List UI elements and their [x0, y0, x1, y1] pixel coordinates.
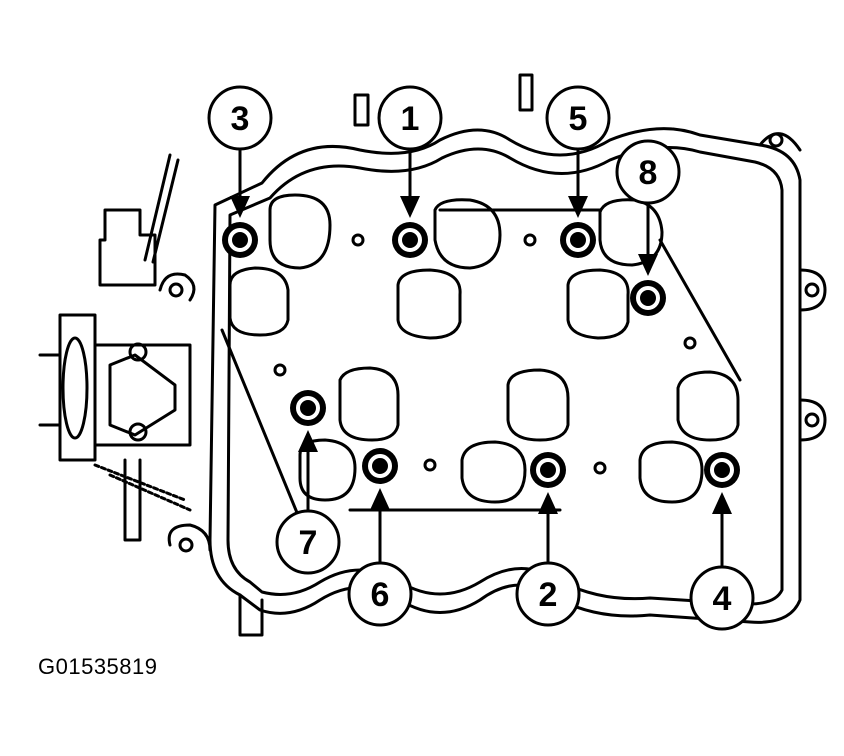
callouts-layer: 1 2 3 4 5 6 7 8	[207, 85, 755, 631]
top-bracket	[518, 73, 534, 112]
port-upper-5	[598, 198, 664, 267]
bolt-hole	[273, 363, 287, 377]
manifold-outline	[208, 127, 802, 624]
mounting-ear-hole	[168, 282, 184, 298]
arrow-head-3	[230, 196, 250, 218]
bolt-washer-5	[566, 228, 590, 252]
callout-circle-2	[515, 561, 581, 627]
throttle-body	[58, 313, 97, 462]
arrows-layer	[230, 149, 732, 567]
manifold-inner-rail	[226, 146, 784, 606]
bolt-hole	[423, 458, 437, 472]
port-lower-1	[338, 366, 400, 442]
hatched-web	[93, 463, 187, 502]
callout-number-1: 1	[401, 100, 420, 138]
bolt-washer-6	[368, 454, 392, 478]
callout-circle-1	[377, 85, 443, 151]
diagonal-rail-right	[658, 238, 742, 382]
bolts-layer	[222, 222, 740, 488]
mounting-ear	[798, 268, 827, 312]
bolt-washer-1	[398, 228, 422, 252]
arrow-head-7	[298, 430, 318, 452]
callout-number-3: 3	[231, 100, 250, 138]
mounting-ear-hole	[768, 132, 784, 148]
throttle-bore	[61, 336, 89, 440]
figure-id: G01535819	[38, 654, 158, 679]
bolt-head-5	[573, 235, 583, 245]
lower-tube	[238, 593, 264, 637]
bolt-hole	[593, 461, 607, 475]
bolt-head-6	[375, 461, 385, 471]
arrow-head-5	[568, 196, 588, 218]
hatched-web	[108, 473, 192, 512]
callout-number-7: 7	[299, 524, 318, 562]
port-lower-5	[676, 370, 740, 442]
port-upper-4	[396, 268, 462, 340]
bolt-head-3	[235, 235, 245, 245]
mounting-ear	[798, 398, 827, 442]
port-lower-4	[460, 440, 527, 504]
arrow-head-6	[370, 488, 390, 510]
mounting-ear	[167, 523, 212, 552]
bolt-head-7	[303, 403, 313, 413]
callout-circle-5	[545, 85, 611, 151]
throttle-flange	[93, 343, 192, 447]
port-lower-6	[638, 440, 704, 504]
bolt-hole	[523, 233, 537, 247]
arrow-head-4	[712, 492, 732, 514]
bolt-head-2	[543, 465, 553, 475]
sensor-housing	[98, 208, 157, 287]
arrow-head-8	[638, 254, 658, 276]
port-upper-3	[433, 198, 502, 270]
bolt-hole	[683, 336, 697, 350]
bolt-hole	[351, 233, 365, 247]
sensor-pipe	[143, 153, 172, 262]
bolt-head-8	[643, 293, 653, 303]
bolt-washer-2	[536, 458, 560, 482]
bolt-head-4	[717, 465, 727, 475]
port-upper-2	[228, 266, 290, 337]
flange-bolt	[128, 342, 148, 362]
top-bracket	[353, 93, 370, 127]
bolt-head-1	[405, 235, 415, 245]
sensor-pipe	[151, 158, 180, 264]
arrow-head-1	[400, 196, 420, 218]
callout-circle-4	[689, 565, 755, 631]
arrow-head-2	[538, 492, 558, 514]
callout-circle-7	[275, 509, 341, 575]
throttle-flange-inner	[108, 353, 177, 437]
callout-number-2: 2	[539, 576, 558, 614]
callout-number-4: 4	[713, 580, 732, 618]
mounting-ear-hole	[804, 282, 820, 298]
mounting-ear-hole	[804, 412, 820, 428]
port-lower-3	[506, 368, 570, 442]
callout-number-6: 6	[371, 576, 390, 614]
mounting-ear	[158, 272, 196, 302]
bolt-washer-4	[710, 458, 734, 482]
flange-bolt	[128, 422, 148, 442]
port-upper-6	[566, 268, 630, 340]
callout-circle-6	[347, 561, 413, 627]
bolt-washer-8	[636, 286, 660, 310]
diagonal-rail-left	[220, 328, 302, 522]
callout-circle-3	[207, 85, 273, 151]
callout-number-5: 5	[569, 100, 588, 138]
bolt-washer-3	[228, 228, 252, 252]
lower-tube	[123, 458, 142, 542]
port-upper-1	[268, 193, 332, 270]
callout-circle-8	[615, 139, 681, 205]
bolt-washer-7	[296, 396, 320, 420]
callout-number-8: 8	[639, 154, 658, 192]
mounting-ear-hole	[178, 537, 194, 553]
